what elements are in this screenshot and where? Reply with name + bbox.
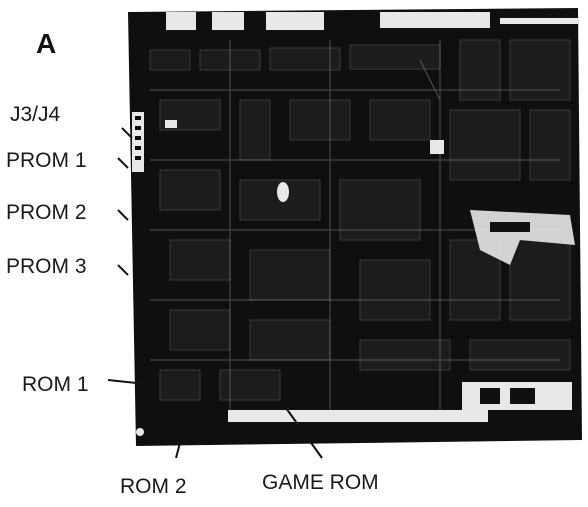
game-rom-pointer	[285, 407, 323, 459]
board-traces	[150, 40, 560, 420]
prom1-pointer	[117, 157, 129, 169]
prom2-pointer	[117, 209, 129, 221]
label-prom-2: PROM 2	[6, 201, 87, 224]
label-j3-j4: J3/J4	[10, 103, 61, 126]
label-rom-1: ROM 1	[22, 373, 89, 396]
rom1-pointer	[107, 379, 147, 385]
label-rom-2: ROM 2	[120, 475, 187, 498]
label-game-rom: GAME ROM	[262, 471, 379, 494]
panel-letter: A	[36, 28, 57, 59]
label-prom-3: PROM 3	[6, 255, 87, 278]
callout-lines	[107, 127, 323, 459]
label-prom-1: PROM 1	[6, 149, 87, 172]
j3-j4-pointer	[121, 127, 133, 139]
prom3-pointer	[117, 264, 129, 276]
j3-j4-connector	[132, 112, 144, 172]
top-connectors	[166, 12, 578, 30]
rom2-pointer	[175, 419, 187, 459]
